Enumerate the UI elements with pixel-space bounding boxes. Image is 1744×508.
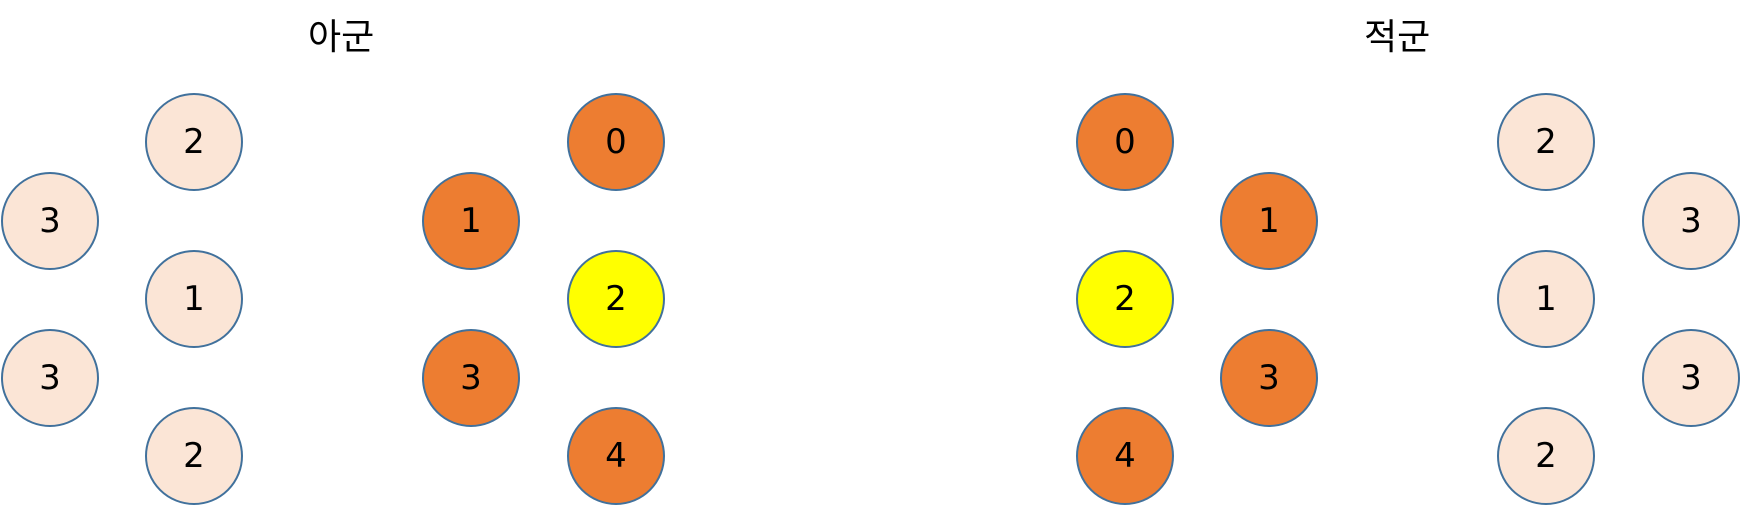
enemy-front-unit: 0 — [1076, 93, 1174, 191]
enemy-reserve-unit: 3 — [1642, 329, 1740, 427]
ally-front-unit: 2 — [567, 250, 665, 348]
enemy-reserve-unit: 3 — [1642, 172, 1740, 270]
ally-front-unit: 4 — [567, 407, 665, 505]
ally-front-unit: 3 — [422, 329, 520, 427]
enemy-front-unit: 3 — [1220, 329, 1318, 427]
enemy-reserve-unit: 2 — [1497, 407, 1595, 505]
enemy-reserve-unit: 2 — [1497, 93, 1595, 191]
ally-reserve-unit: 3 — [1, 329, 99, 427]
ally-front-unit: 0 — [567, 93, 665, 191]
ally-reserve-unit: 3 — [1, 172, 99, 270]
ally-front-unit: 1 — [422, 172, 520, 270]
ally-reserve-unit: 2 — [145, 407, 243, 505]
enemy-reserve-unit: 1 — [1497, 250, 1595, 348]
enemy-front-unit: 1 — [1220, 172, 1318, 270]
enemy-title: 적군 — [1364, 17, 1431, 58]
ally-reserve-unit: 2 — [145, 93, 243, 191]
ally-reserve-unit: 1 — [145, 250, 243, 348]
ally-title: 아군 — [308, 17, 375, 58]
enemy-front-unit: 2 — [1076, 250, 1174, 348]
enemy-front-unit: 4 — [1076, 407, 1174, 505]
